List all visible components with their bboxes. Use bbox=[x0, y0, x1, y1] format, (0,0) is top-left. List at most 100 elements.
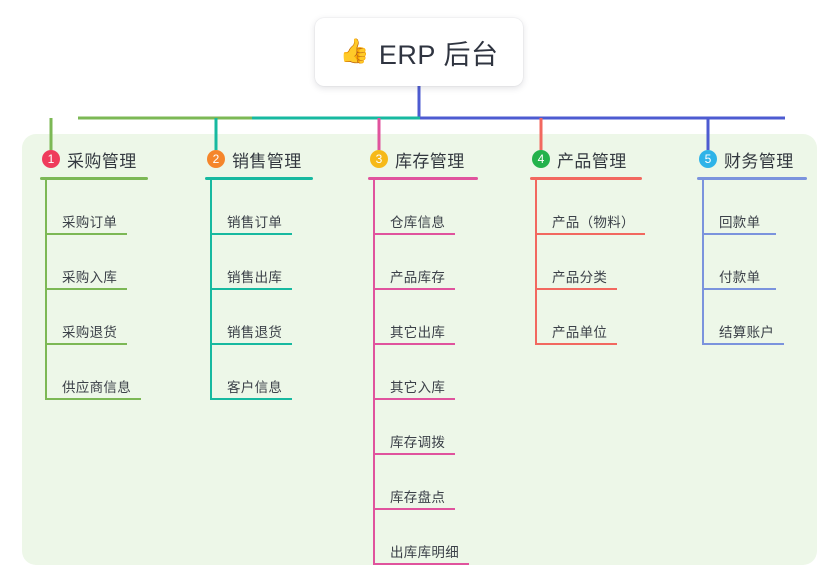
branch-underline-5 bbox=[697, 177, 807, 180]
leaf-item[interactable]: 销售出库 bbox=[205, 235, 313, 290]
branch-title-1: 采购管理 bbox=[67, 151, 137, 171]
leaf-item[interactable]: 其它入库 bbox=[368, 345, 478, 400]
leaf-item[interactable]: 采购退货 bbox=[40, 290, 148, 345]
branch-underline-4 bbox=[530, 177, 642, 180]
leaf-label: 采购订单 bbox=[62, 215, 118, 230]
branch-header-3[interactable]: 3 库存管理 bbox=[368, 146, 478, 172]
leaf-label: 库存盘点 bbox=[390, 490, 446, 505]
branch-spine-1 bbox=[45, 180, 47, 400]
leaf-item[interactable]: 库存盘点 bbox=[368, 455, 478, 510]
leaf-item[interactable]: 库存调拨 bbox=[368, 400, 478, 455]
leaf-underline bbox=[210, 288, 292, 290]
leaf-item[interactable]: 产品库存 bbox=[368, 235, 478, 290]
leaf-label: 采购入库 bbox=[62, 270, 118, 285]
leaf-item[interactable]: 供应商信息 bbox=[40, 345, 148, 400]
branch-2: 2 销售管理销售订单销售出库销售退货客户信息 bbox=[205, 146, 313, 400]
leaf-underline bbox=[45, 343, 127, 345]
leaf-label: 产品单位 bbox=[552, 325, 608, 340]
branch-badge-4: 4 bbox=[532, 150, 550, 168]
leaf-item[interactable]: 回款单 bbox=[697, 180, 807, 235]
leaf-label: 出库库明细 bbox=[390, 545, 459, 560]
leaf-label: 结算账户 bbox=[719, 325, 775, 340]
leaf-item[interactable]: 客户信息 bbox=[205, 345, 313, 400]
branch-spine-4 bbox=[535, 180, 537, 345]
leaf-label: 产品（物料） bbox=[552, 215, 635, 230]
leaf-underline bbox=[702, 288, 776, 290]
leaf-item[interactable]: 出库库明细 bbox=[368, 510, 478, 565]
branch-header-4[interactable]: 4 产品管理 bbox=[530, 146, 642, 172]
leaf-label: 其它出库 bbox=[390, 325, 446, 340]
leaf-item[interactable]: 采购订单 bbox=[40, 180, 148, 235]
leaf-label: 库存调拨 bbox=[390, 435, 446, 450]
leaf-underline bbox=[535, 288, 617, 290]
branch-badge-3: 3 bbox=[370, 150, 388, 168]
leaf-underline bbox=[373, 233, 455, 235]
leaf-underline bbox=[45, 288, 127, 290]
branch-title-2: 销售管理 bbox=[232, 151, 302, 171]
leaf-item[interactable]: 产品单位 bbox=[530, 290, 642, 345]
root-node-title: ERP 后台 bbox=[378, 39, 499, 70]
leaf-underline bbox=[373, 508, 455, 510]
leaf-label: 销售出库 bbox=[227, 270, 283, 285]
leaf-label: 产品分类 bbox=[552, 270, 608, 285]
leaf-item[interactable]: 销售订单 bbox=[205, 180, 313, 235]
branch-header-2[interactable]: 2 销售管理 bbox=[205, 146, 313, 172]
leaf-underline bbox=[373, 453, 455, 455]
branch-children-5: 回款单付款单结算账户 bbox=[697, 180, 807, 345]
leaf-underline bbox=[210, 233, 292, 235]
leaf-underline bbox=[535, 233, 645, 235]
leaf-label: 销售订单 bbox=[227, 215, 283, 230]
leaf-item[interactable]: 仓库信息 bbox=[368, 180, 478, 235]
leaf-item[interactable]: 产品（物料） bbox=[530, 180, 645, 235]
leaf-item[interactable]: 销售退货 bbox=[205, 290, 313, 345]
leaf-underline bbox=[373, 563, 469, 565]
branch-children-1: 采购订单采购入库采购退货供应商信息 bbox=[40, 180, 148, 400]
leaf-item[interactable]: 结算账户 bbox=[697, 290, 807, 345]
leaf-underline bbox=[210, 343, 292, 345]
leaf-label: 回款单 bbox=[719, 215, 761, 230]
leaf-underline bbox=[210, 398, 292, 400]
branch-underline-1 bbox=[40, 177, 148, 180]
branch-spine-3 bbox=[373, 180, 375, 565]
thumbs-up-icon: 👍 bbox=[339, 38, 370, 65]
branch-title-4: 产品管理 bbox=[557, 151, 627, 171]
leaf-label: 产品库存 bbox=[390, 270, 446, 285]
leaf-label: 采购退货 bbox=[62, 325, 118, 340]
branch-spine-2 bbox=[210, 180, 212, 400]
root-node[interactable]: 👍 ERP 后台 bbox=[315, 18, 523, 86]
branch-underline-2 bbox=[205, 177, 313, 180]
leaf-item[interactable]: 产品分类 bbox=[530, 235, 642, 290]
branch-badge-2: 2 bbox=[207, 150, 225, 168]
root-node-label: 👍 ERP 后台 bbox=[340, 33, 499, 72]
diagram-canvas-panel bbox=[22, 134, 817, 565]
leaf-underline bbox=[373, 288, 455, 290]
branch-children-2: 销售订单销售出库销售退货客户信息 bbox=[205, 180, 313, 400]
branch-children-4: 产品（物料） 产品分类产品单位 bbox=[530, 180, 645, 345]
leaf-underline bbox=[373, 343, 455, 345]
leaf-item[interactable]: 付款单 bbox=[697, 235, 807, 290]
branch-3: 3 库存管理仓库信息产品库存其它出库其它入库库存调拨库存盘点出库库明细 bbox=[368, 146, 478, 565]
leaf-underline bbox=[45, 233, 127, 235]
leaf-underline bbox=[373, 398, 455, 400]
branch-children-3: 仓库信息产品库存其它出库其它入库库存调拨库存盘点出库库明细 bbox=[368, 180, 478, 565]
branch-spine-5 bbox=[702, 180, 704, 345]
leaf-item[interactable]: 采购入库 bbox=[40, 235, 148, 290]
leaf-label: 付款单 bbox=[719, 270, 761, 285]
branch-underline-3 bbox=[368, 177, 478, 180]
leaf-underline bbox=[702, 233, 776, 235]
leaf-underline bbox=[535, 343, 617, 345]
leaf-label: 客户信息 bbox=[227, 380, 283, 395]
leaf-label: 销售退货 bbox=[227, 325, 283, 340]
leaf-label: 其它入库 bbox=[390, 380, 446, 395]
leaf-underline bbox=[45, 398, 141, 400]
branch-title-5: 财务管理 bbox=[724, 151, 794, 171]
leaf-item[interactable]: 其它出库 bbox=[368, 290, 478, 345]
branch-4: 4 产品管理产品（物料） 产品分类产品单位 bbox=[530, 146, 645, 345]
leaf-label: 仓库信息 bbox=[390, 215, 446, 230]
branch-title-3: 库存管理 bbox=[395, 151, 465, 171]
